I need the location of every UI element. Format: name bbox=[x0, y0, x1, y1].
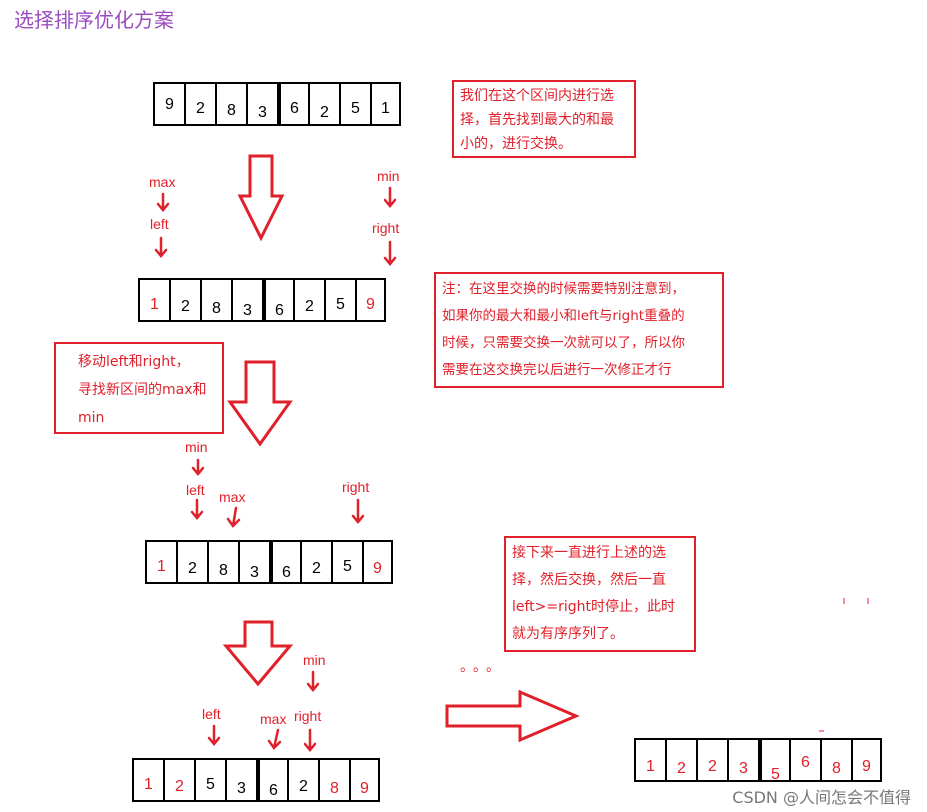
label-left: left bbox=[202, 706, 221, 722]
label-min: min bbox=[303, 652, 326, 668]
array-cell: 9 bbox=[851, 738, 882, 782]
array-cell: 6 bbox=[789, 738, 820, 782]
array-cell: 6 bbox=[269, 540, 300, 584]
label-left: left bbox=[186, 482, 205, 498]
label-min: min bbox=[377, 168, 400, 184]
note-swap-overlap: 注：在这里交换的时候需要特别注意到， 如果你的最大和最小和left与right重… bbox=[434, 272, 724, 388]
pointer-arrow-icon bbox=[207, 724, 221, 746]
array-step-2: 1 2 8 3 6 2 5 9 bbox=[138, 278, 386, 322]
pointer-arrow-icon bbox=[351, 498, 365, 524]
array-cell: 5 bbox=[194, 758, 225, 802]
array-step-1: 9 2 8 3 6 2 5 1 bbox=[153, 82, 401, 126]
note-line: 我们在这个区间内进行选 bbox=[460, 88, 614, 104]
pointer-arrow-icon bbox=[306, 670, 320, 692]
array-cell: 2 bbox=[696, 738, 727, 782]
pointer-arrow-icon bbox=[383, 186, 397, 208]
pointer-arrow-icon bbox=[190, 498, 204, 520]
note-line: 如果你的最大和最小和left与right重叠的 bbox=[442, 308, 685, 324]
array-cell: 5 bbox=[339, 82, 370, 126]
note-line: 小的，进行交换。 bbox=[460, 136, 572, 152]
note-find-max-min: 我们在这个区间内进行选 择，首先找到最大的和最 小的，进行交换。 bbox=[452, 80, 636, 158]
down-arrow-icon bbox=[222, 620, 294, 687]
array-cell: 5 bbox=[331, 540, 362, 584]
array-cell: 8 bbox=[200, 278, 231, 322]
note-line: 就为有序序列了。 bbox=[512, 626, 624, 642]
note-line: 时候，只需要交换一次就可以了，所以你 bbox=[442, 335, 685, 351]
array-cell: 9 bbox=[153, 82, 184, 126]
pointer-arrow-icon bbox=[191, 458, 205, 476]
array-cell: 5 bbox=[324, 278, 355, 322]
array-cell: 2 bbox=[665, 738, 696, 782]
array-cell: 3 bbox=[231, 278, 262, 322]
array-cell: 6 bbox=[277, 82, 308, 126]
array-step-3: 1 2 8 3 6 2 5 9 bbox=[145, 540, 393, 584]
pointer-arrow-icon bbox=[226, 506, 241, 528]
note-line: 移动left和right， bbox=[78, 354, 190, 370]
note-line: 注：在这里交换的时候需要特别注意到， bbox=[442, 281, 685, 297]
array-cell: 1 bbox=[634, 738, 665, 782]
label-max: max bbox=[260, 711, 287, 727]
array-cell: 8 bbox=[318, 758, 349, 802]
down-arrow-icon bbox=[237, 154, 285, 242]
label-right: right bbox=[294, 708, 322, 724]
array-cell: 1 bbox=[145, 540, 176, 584]
label-right: right bbox=[342, 479, 370, 495]
array-cell: 8 bbox=[207, 540, 238, 584]
label-max: max bbox=[149, 174, 176, 190]
label-left: left bbox=[150, 216, 169, 232]
watermark: CSDN @人间怎会不值得 bbox=[732, 788, 911, 807]
array-cell: 1 bbox=[138, 278, 169, 322]
array-cell: 1 bbox=[132, 758, 163, 802]
array-cell: 2 bbox=[308, 82, 339, 126]
array-cell: 2 bbox=[163, 758, 194, 802]
note-line: min bbox=[78, 410, 105, 426]
note-line: 需要在这交换完以后进行一次修正才行 bbox=[442, 362, 672, 378]
ellipsis-dots: 。。。 bbox=[460, 659, 506, 675]
note-move-bounds: 移动left和right， 寻找新区间的max和 min bbox=[54, 342, 224, 434]
array-cell: 3 bbox=[727, 738, 758, 782]
pointer-arrow-icon bbox=[156, 192, 170, 212]
right-arrow-icon bbox=[445, 689, 580, 743]
array-cell: 1 bbox=[370, 82, 401, 126]
array-cell: 8 bbox=[820, 738, 851, 782]
pointer-arrow-icon bbox=[383, 240, 397, 266]
note-line: 择，然后交换，然后一直 bbox=[512, 572, 666, 588]
note-line: left>=right时停止，此时 bbox=[512, 599, 676, 615]
array-cell: 9 bbox=[355, 278, 386, 322]
pointer-arrow-icon bbox=[267, 728, 282, 750]
note-line: 寻找新区间的max和 bbox=[78, 382, 207, 398]
array-cell: 8 bbox=[215, 82, 246, 126]
array-cell: 2 bbox=[293, 278, 324, 322]
array-cell: 5 bbox=[758, 738, 789, 783]
label-right: right bbox=[372, 220, 400, 236]
array-cell: 9 bbox=[362, 540, 393, 584]
array-cell: 2 bbox=[169, 278, 200, 322]
array-cell: 9 bbox=[349, 758, 380, 802]
array-cell: 2 bbox=[176, 540, 207, 584]
array-cell: 2 bbox=[300, 540, 331, 584]
pointer-arrow-icon bbox=[303, 728, 317, 752]
array-cell: 3 bbox=[238, 540, 269, 584]
array-cell: 6 bbox=[262, 278, 293, 322]
note-repeat-until-sorted: 接下来一直进行上述的选 择，然后交换，然后一直 left>=right时停止，此… bbox=[504, 536, 696, 652]
label-max: max bbox=[219, 489, 246, 505]
down-arrow-icon bbox=[227, 360, 293, 447]
pointer-arrow-icon bbox=[154, 236, 168, 258]
array-step-4: 1 2 5 3 6 2 8 9 bbox=[132, 758, 380, 802]
note-line: 择，首先找到最大的和最 bbox=[460, 112, 614, 128]
label-min: min bbox=[185, 439, 208, 455]
array-cell: 3 bbox=[225, 758, 256, 802]
array-cell: 2 bbox=[184, 82, 215, 126]
page-title: 选择排序优化方案 bbox=[14, 8, 174, 32]
array-cell: 6 bbox=[256, 758, 287, 802]
array-final: 1 2 2 3 5 6 8 9 bbox=[634, 738, 882, 783]
array-cell: 2 bbox=[287, 758, 318, 802]
note-line: 接下来一直进行上述的选 bbox=[512, 545, 666, 561]
array-cell: 3 bbox=[246, 82, 277, 126]
